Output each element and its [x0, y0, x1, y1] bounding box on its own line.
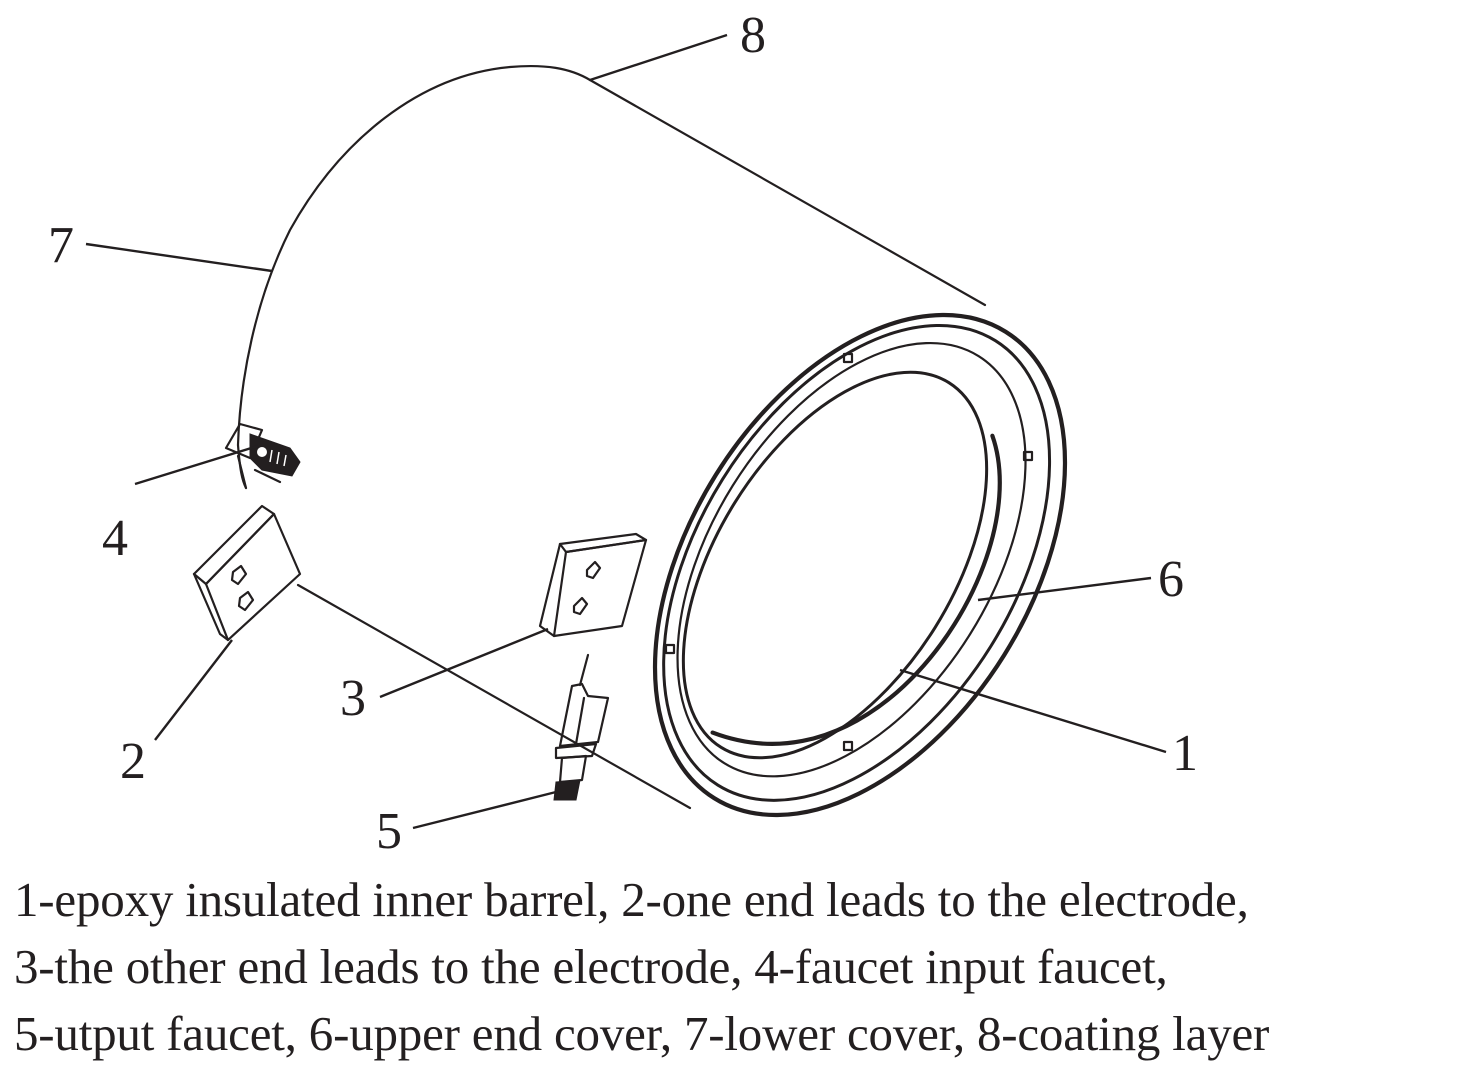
callout-2: 2 — [120, 733, 146, 790]
leader-2 — [154, 639, 233, 741]
cylinder-body — [236, 64, 987, 810]
end-cover-outer-rim — [652, 312, 1068, 818]
bolt-hole — [664, 643, 676, 655]
leader-8 — [589, 33, 728, 82]
inner-barrel-opening — [681, 370, 989, 760]
output-faucet — [553, 653, 610, 801]
electrode-plate-other-end — [538, 532, 648, 638]
inner-barrel-depth-edge — [710, 433, 1002, 746]
leader-1 — [899, 668, 1167, 754]
callout-8: 8 — [740, 7, 766, 64]
coating-layer-top-edge — [588, 78, 987, 307]
electrode-plate-one-end — [192, 504, 302, 642]
callout-6: 6 — [1158, 551, 1184, 608]
bolt-hole — [842, 352, 854, 364]
cylinder-diagram: 8 7 4 2 3 5 6 1 — [48, 7, 1198, 860]
end-cover-bolts — [664, 352, 1034, 752]
callout-numbers: 8 7 4 2 3 5 6 1 — [48, 7, 1198, 860]
callout-4: 4 — [102, 510, 128, 567]
caption-line: 3-the other end leads to the electrode, … — [14, 939, 1168, 994]
upper-end-cover — [652, 312, 1068, 818]
callout-3: 3 — [340, 670, 366, 727]
callout-1: 1 — [1172, 725, 1198, 782]
leader-7 — [85, 242, 273, 273]
inner-barrel — [681, 370, 1002, 760]
bolt-hole — [1022, 450, 1034, 462]
callout-7: 7 — [48, 217, 74, 274]
leader-4 — [134, 444, 259, 486]
caption-line: 1-epoxy insulated inner barrel, 2-one en… — [14, 872, 1249, 927]
figure-caption: 1-epoxy insulated inner barrel, 2-one en… — [14, 866, 1474, 1067]
end-cover-bolt-circle — [676, 341, 1027, 778]
input-faucet — [224, 422, 301, 490]
leader-3 — [379, 627, 549, 699]
leader-6 — [977, 576, 1152, 602]
end-cover-outer-rim-2 — [662, 323, 1052, 802]
leader-lines — [85, 33, 1167, 830]
lower-cover-outline — [236, 64, 592, 447]
callout-5: 5 — [376, 803, 402, 860]
coating-layer-bottom-edge — [296, 583, 692, 810]
bolt-hole — [842, 740, 854, 752]
leader-5 — [412, 790, 557, 830]
caption-line: 5-utput faucet, 6-upper end cover, 7-low… — [14, 1006, 1270, 1061]
